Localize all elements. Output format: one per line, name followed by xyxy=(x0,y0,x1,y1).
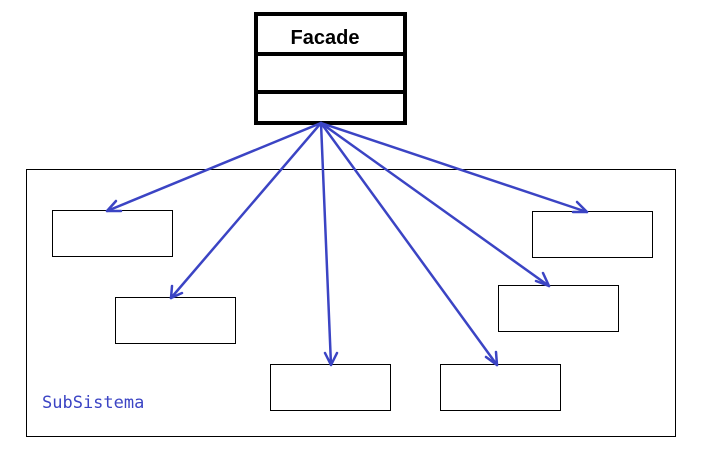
arrow-to-class-5 xyxy=(319,121,551,288)
facade-class-name: Facade xyxy=(291,27,360,49)
facade-class: Facade xyxy=(254,12,407,125)
arrow-to-class-6 xyxy=(319,121,589,214)
arrow-to-class-4 xyxy=(319,121,499,367)
subsystem-class-1 xyxy=(52,210,173,257)
subsystem-classes xyxy=(52,210,653,411)
arrowhead-class-1 xyxy=(105,199,123,213)
arrow-to-class-2 xyxy=(169,121,323,300)
arrow-to-class-3 xyxy=(319,121,333,367)
subsystem-class-5 xyxy=(498,285,619,332)
arrowhead-class-4 xyxy=(484,350,499,367)
facade-arrows xyxy=(105,121,589,367)
subsystem-class-3 xyxy=(270,364,391,411)
subsystem-class-2 xyxy=(115,297,236,344)
subsystem-label: SubSistema xyxy=(42,393,144,413)
subsystem-class-6 xyxy=(532,211,653,258)
arrowhead-class-5 xyxy=(534,271,551,288)
facade-class-box xyxy=(254,12,407,125)
subsystem-class-4 xyxy=(440,364,561,411)
arrowhead-class-2 xyxy=(169,284,184,300)
arrow-to-class-1 xyxy=(105,121,323,213)
subsystem-boundary xyxy=(26,169,676,437)
arrowhead-class-3 xyxy=(323,351,339,367)
arrowhead-class-6 xyxy=(571,200,589,214)
